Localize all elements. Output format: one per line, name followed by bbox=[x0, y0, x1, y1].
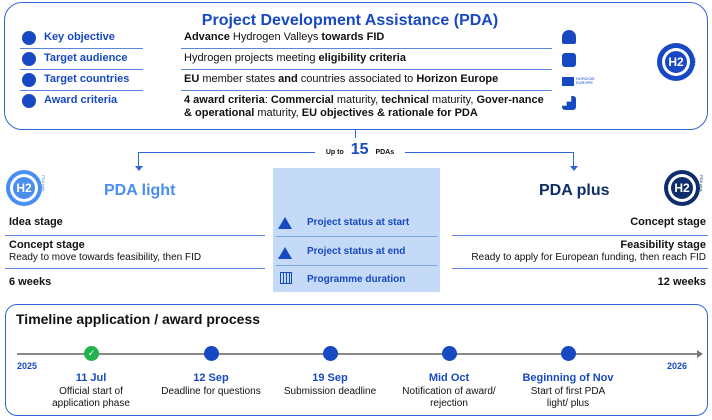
milestone-date: 19 Sep bbox=[312, 372, 348, 384]
divider bbox=[452, 268, 708, 270]
milestone-description: Deadline for questions bbox=[161, 386, 261, 397]
calendar-icon bbox=[280, 272, 292, 284]
mountain-flag-icon bbox=[278, 210, 292, 229]
divider bbox=[20, 48, 143, 50]
milestone-description: Notification of award/ rejection bbox=[402, 386, 496, 409]
pda-h2-gear-icon: H2 bbox=[657, 43, 695, 81]
row-value: Hydrogen projects meeting eligibility cr… bbox=[184, 52, 406, 64]
row-label: Key objective bbox=[44, 31, 115, 43]
globe-icon bbox=[22, 73, 36, 87]
light-duration: 6 weeks bbox=[9, 276, 52, 288]
eligibility-icon bbox=[562, 53, 576, 67]
divider bbox=[20, 69, 143, 71]
target-icon bbox=[22, 31, 36, 45]
mountain-summit-icon bbox=[278, 240, 292, 259]
arrow-down-icon bbox=[570, 166, 578, 175]
status-end-label: Project status at end bbox=[307, 246, 406, 257]
milestone-dot bbox=[204, 346, 219, 361]
row-label: Target countries bbox=[44, 73, 130, 85]
timeline-box bbox=[5, 304, 708, 416]
milestone-dot bbox=[561, 346, 576, 361]
page-title: Project Development Assistance (PDA) bbox=[201, 12, 499, 29]
row-label: Target audience bbox=[44, 52, 128, 64]
divider bbox=[5, 268, 265, 270]
growth-icon bbox=[562, 30, 576, 44]
pda-plus-gear-icon: H2 bbox=[664, 170, 700, 206]
year-end: 2026 bbox=[667, 361, 688, 371]
year-start: 2025 bbox=[17, 361, 38, 371]
milestone-date: Mid Oct bbox=[428, 372, 470, 384]
pda-light-badge-label: PDA light bbox=[41, 175, 46, 192]
timeline-title: Timeline application / award process bbox=[16, 311, 261, 327]
divider bbox=[181, 48, 552, 50]
horizon-europe-logo: HORIZON EUROPE bbox=[562, 76, 594, 86]
pda-overview-box bbox=[4, 2, 708, 130]
arrow-right-icon bbox=[697, 350, 707, 358]
pda-light-gear-icon: H2 bbox=[6, 170, 42, 206]
divider bbox=[276, 236, 438, 238]
milestone-dot bbox=[442, 346, 457, 361]
pda-plus-title: PDA plus bbox=[539, 182, 610, 199]
milestone-description: Start of first PDA light/ plus bbox=[530, 386, 606, 409]
plus-duration: 12 weeks bbox=[657, 276, 706, 288]
milestone-done-icon: ✓ bbox=[84, 346, 99, 361]
arrow-down-icon bbox=[135, 166, 143, 175]
connector-left bbox=[138, 152, 315, 170]
divider bbox=[181, 90, 552, 92]
light-end-description: Ready to move towards feasibility, then … bbox=[9, 252, 202, 263]
row-value: 4 award criteria: Commercial maturity, t… bbox=[184, 94, 544, 119]
row-label: Award criteria bbox=[44, 94, 118, 106]
milestone-date: Beginning of Nov bbox=[522, 372, 614, 384]
pda-light-title: PDA light bbox=[104, 182, 176, 199]
plus-end-stage: Feasibility stage bbox=[620, 239, 706, 251]
timeline-axis bbox=[17, 353, 697, 355]
audience-icon bbox=[22, 52, 36, 66]
duration-label: Programme duration bbox=[307, 274, 406, 285]
plus-end-description: Ready to apply for European funding, the… bbox=[471, 252, 706, 263]
light-start-stage: Idea stage bbox=[9, 216, 63, 228]
plus-start-stage: Concept stage bbox=[630, 216, 706, 228]
milestone-date: 12 Sep bbox=[193, 372, 229, 384]
pda-plus-badge-label: PDA plus bbox=[699, 175, 704, 192]
connector-right bbox=[405, 152, 574, 170]
divider bbox=[181, 69, 552, 71]
comparison-panel bbox=[273, 168, 440, 292]
milestone-date: 11 Jul bbox=[75, 372, 107, 384]
pda-badge-label: PDA bbox=[692, 58, 697, 67]
divider bbox=[5, 235, 265, 237]
divider bbox=[452, 235, 708, 237]
criteria-icon bbox=[22, 94, 36, 108]
row-value: Advance Hydrogen Valleys towards FID bbox=[184, 31, 385, 43]
light-end-stage: Concept stage bbox=[9, 239, 85, 251]
milestone-dot bbox=[323, 346, 338, 361]
row-value: EU member states and countries associate… bbox=[184, 73, 499, 85]
status-start-label: Project status at start bbox=[307, 217, 410, 228]
connector-stem bbox=[355, 130, 357, 138]
milestone-description: Submission deadline bbox=[283, 386, 377, 397]
pda-count: Up to 15 PDAs bbox=[325, 141, 395, 158]
divider bbox=[276, 265, 438, 267]
divider bbox=[20, 90, 143, 92]
milestone-description: Official start of application phase bbox=[52, 386, 130, 409]
